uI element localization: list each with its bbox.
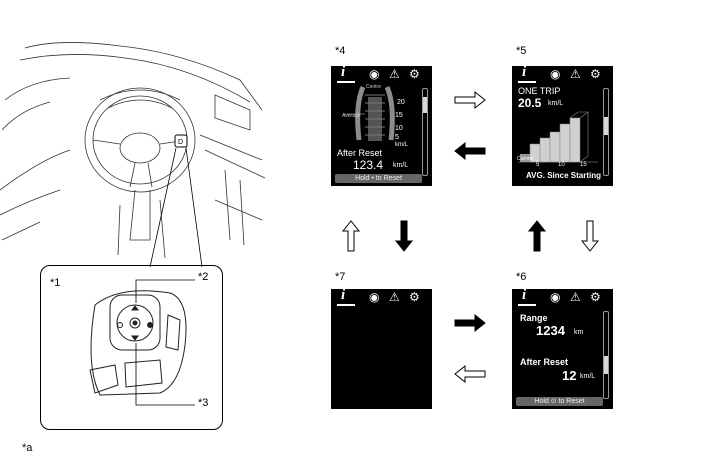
warning-tab-icon: ⚠ <box>389 290 400 304</box>
after-reset-unit: km/L <box>580 373 596 380</box>
callout-4: *4 <box>335 45 346 57</box>
gauge-tick-10: 10 <box>395 125 403 132</box>
range-value: 1234 <box>536 323 565 338</box>
warning-tab-icon: ⚠ <box>570 67 581 81</box>
warning-tab-icon: ⚠ <box>570 290 581 304</box>
screen-trip-average: i ◉ ⚠ ⚙ ONE TRIP 20.5 km/L Current 5 10 … <box>512 66 613 186</box>
arrow-up-solid-icon <box>528 220 546 252</box>
callout-6: *6 <box>516 271 527 283</box>
circle-tab-icon: ◉ <box>550 67 561 81</box>
range-unit: km <box>574 329 584 336</box>
axis-tick-5: 5 <box>536 162 540 168</box>
range-label: Range <box>520 313 548 323</box>
arrow-up-hollow-icon <box>342 220 360 252</box>
avg-since-starting-label: AVG. Since Starting <box>526 171 601 180</box>
gauge-unit: km/L <box>395 142 409 148</box>
gauge-tick-15: 15 <box>395 112 403 119</box>
screen-fuel-consumption-history: i ◉ ⚠ ⚙ Centre Average 20 15 10 5 km/L A… <box>331 66 432 186</box>
warning-tab-icon: ⚠ <box>389 67 400 81</box>
one-trip-label: ONE TRIP <box>518 86 561 96</box>
svg-text:D: D <box>178 139 183 146</box>
gear-tab-icon: ⚙ <box>409 67 420 81</box>
callout-5: *5 <box>516 45 527 57</box>
after-reset-label: After Reset <box>520 357 569 367</box>
screen-blank: i ◉ ⚠ ⚙ <box>331 289 432 409</box>
circle-tab-icon: ◉ <box>369 67 380 81</box>
axis-tick-10: 10 <box>558 162 565 168</box>
circle-tab-icon: ◉ <box>369 290 380 304</box>
after-reset-value: 123.4 <box>353 158 384 172</box>
reset-hint-bar: Hold ⊙ to Reset <box>516 397 603 406</box>
scrollbar[interactable] <box>603 88 609 176</box>
gear-tab-icon: ⚙ <box>590 290 601 304</box>
axis-tick-15: 15 <box>580 162 587 168</box>
detail-frame <box>40 265 223 430</box>
scrollbar[interactable] <box>422 88 428 176</box>
screen-range: i ◉ ⚠ ⚙ Range 1234 km After Reset 12 km/… <box>512 289 613 409</box>
callout-7: *7 <box>335 271 346 283</box>
circle-tab-icon: ◉ <box>550 290 561 304</box>
one-trip-unit: km/L <box>548 100 564 107</box>
after-reset-unit: km/L <box>393 162 409 169</box>
callout-2: *2 <box>198 271 209 283</box>
reset-hint-bar: Hold • to Reset <box>335 174 422 183</box>
arrow-down-solid-icon <box>395 220 413 252</box>
scrollbar[interactable] <box>603 311 609 399</box>
average-label: Average <box>342 113 361 119</box>
arrow-down-hollow-icon <box>581 220 599 252</box>
callout-3: *3 <box>198 397 209 409</box>
arrow-left-solid-icon <box>454 142 486 160</box>
control-switch-detail <box>89 279 195 406</box>
info-tab-icon: i <box>522 289 527 303</box>
gauge-tick-5: 5 <box>395 134 399 141</box>
consumption-gauge <box>343 85 395 141</box>
after-reset-value: 12 <box>562 368 577 383</box>
info-tab-icon: i <box>522 66 527 80</box>
arrow-left-hollow-icon <box>454 365 486 383</box>
gear-tab-icon: ⚙ <box>590 67 601 81</box>
steering-wheel-illustration: D <box>0 42 266 268</box>
gear-tab-icon: ⚙ <box>409 290 420 304</box>
current-label: Current <box>517 156 534 162</box>
info-tab-icon: i <box>341 66 346 80</box>
callout-a: *a <box>22 442 33 454</box>
trip-history-bars <box>518 111 598 163</box>
arrow-right-solid-icon <box>454 314 486 332</box>
after-reset-label: After Reset <box>337 148 383 158</box>
gauge-tick-20: 20 <box>397 99 405 106</box>
arrow-right-hollow-icon <box>454 91 486 109</box>
callout-1: *1 <box>50 277 61 289</box>
one-trip-value: 20.5 <box>518 96 542 110</box>
info-tab-icon: i <box>341 289 346 303</box>
centre-label: Centre <box>366 84 382 90</box>
